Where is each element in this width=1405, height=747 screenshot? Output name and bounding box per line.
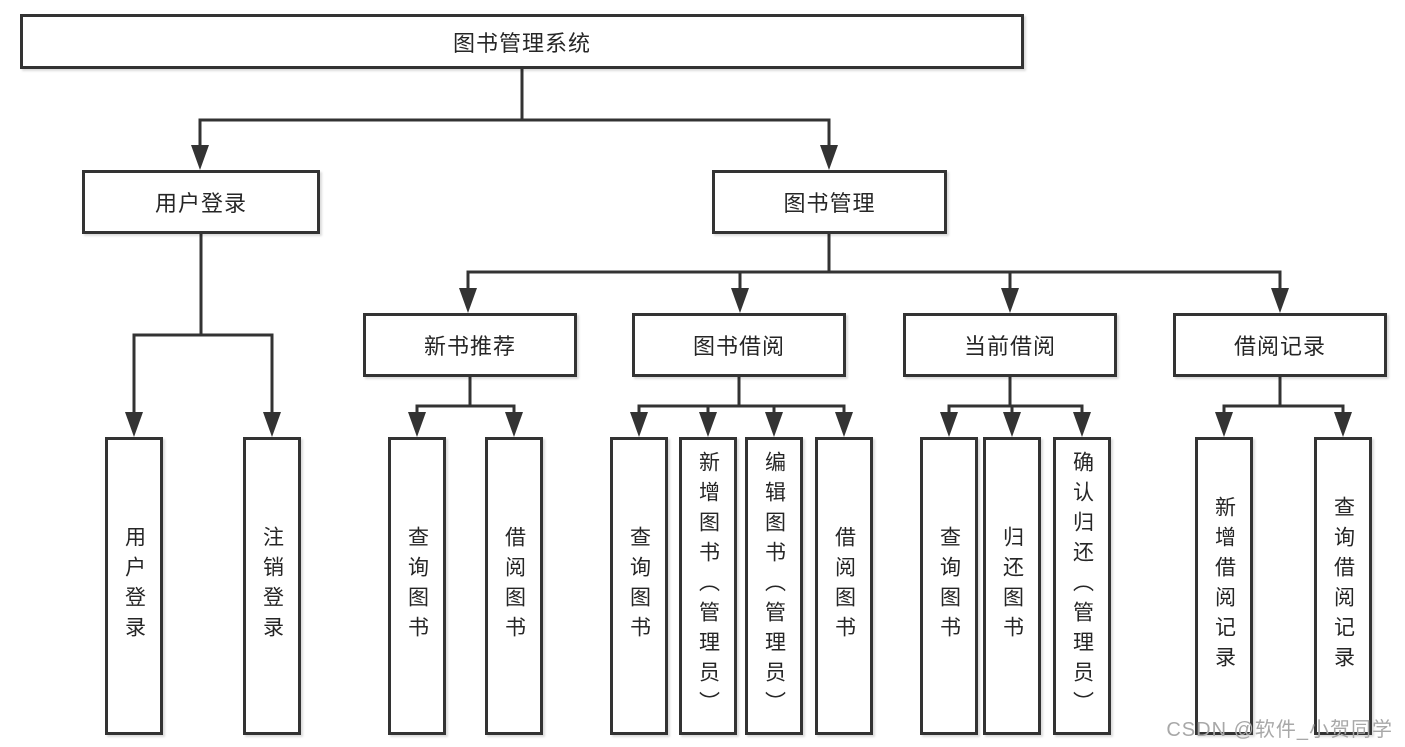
leaf-return-book-label: 归还图书 (1000, 526, 1024, 646)
connector-stems (132, 67, 1345, 419)
leaf-query-books-1-label: 查询图书 (405, 526, 429, 646)
node-borrow-records-label: 借阅记录 (1233, 334, 1326, 359)
leaf-query-books-2-label: 查询图书 (627, 526, 651, 646)
leaf-query-borrow-record: 查询借阅记录 (1314, 437, 1372, 735)
leaf-borrow-books-2-label: 借阅图书 (832, 526, 856, 646)
node-root-label: 图书管理系统 (452, 30, 591, 56)
leaf-confirm-return-admin: 确认归还（管理员） (1053, 437, 1111, 735)
node-current-borrow: 当前借阅 (903, 313, 1117, 377)
leaf-confirm-return-admin-label: 确认归还（管理员） (1070, 451, 1094, 721)
leaf-query-borrow-record-label: 查询借阅记录 (1331, 496, 1355, 676)
node-book-borrow-label: 图书借阅 (692, 334, 785, 359)
leaf-query-books-3-label: 查询图书 (937, 526, 961, 646)
node-user-login: 用户登录 (82, 170, 320, 234)
leaf-user-login-label: 用户登录 (122, 526, 146, 646)
leaf-return-book: 归还图书 (983, 437, 1041, 735)
leaf-add-borrow-record-label: 新增借阅记录 (1212, 496, 1236, 676)
leaf-borrow-books-2: 借阅图书 (815, 437, 873, 735)
node-current-borrow-label: 当前借阅 (963, 334, 1056, 359)
node-user-login-label: 用户登录 (154, 191, 247, 216)
leaf-query-books-1: 查询图书 (388, 437, 446, 735)
leaf-add-book-admin-label: 新增图书（管理员） (696, 451, 720, 721)
node-borrow-records: 借阅记录 (1173, 313, 1387, 377)
leaf-query-books-2: 查询图书 (610, 437, 668, 735)
node-book-borrow: 图书借阅 (632, 313, 846, 377)
connector-arrowheads (125, 145, 1352, 437)
node-book-management-label: 图书管理 (783, 191, 876, 216)
leaf-add-borrow-record: 新增借阅记录 (1195, 437, 1253, 735)
watermark: CSDN @软件_小贺同学 (1166, 719, 1393, 741)
node-root: 图书管理系统 (20, 14, 1024, 69)
leaf-add-book-admin: 新增图书（管理员） (679, 437, 737, 735)
leaf-logout: 注销登录 (243, 437, 301, 735)
node-new-book-recommend-label: 新书推荐 (423, 334, 516, 359)
leaf-edit-book-admin-label: 编辑图书（管理员） (762, 451, 786, 721)
leaf-borrow-books-1-label: 借阅图书 (502, 526, 526, 646)
leaf-user-login: 用户登录 (105, 437, 163, 735)
leaf-borrow-books-1: 借阅图书 (485, 437, 543, 735)
leaf-query-books-3: 查询图书 (920, 437, 978, 735)
node-new-book-recommend: 新书推荐 (363, 313, 577, 377)
leaf-logout-label: 注销登录 (260, 526, 284, 646)
node-book-management: 图书管理 (712, 170, 947, 234)
leaf-edit-book-admin: 编辑图书（管理员） (745, 437, 803, 735)
